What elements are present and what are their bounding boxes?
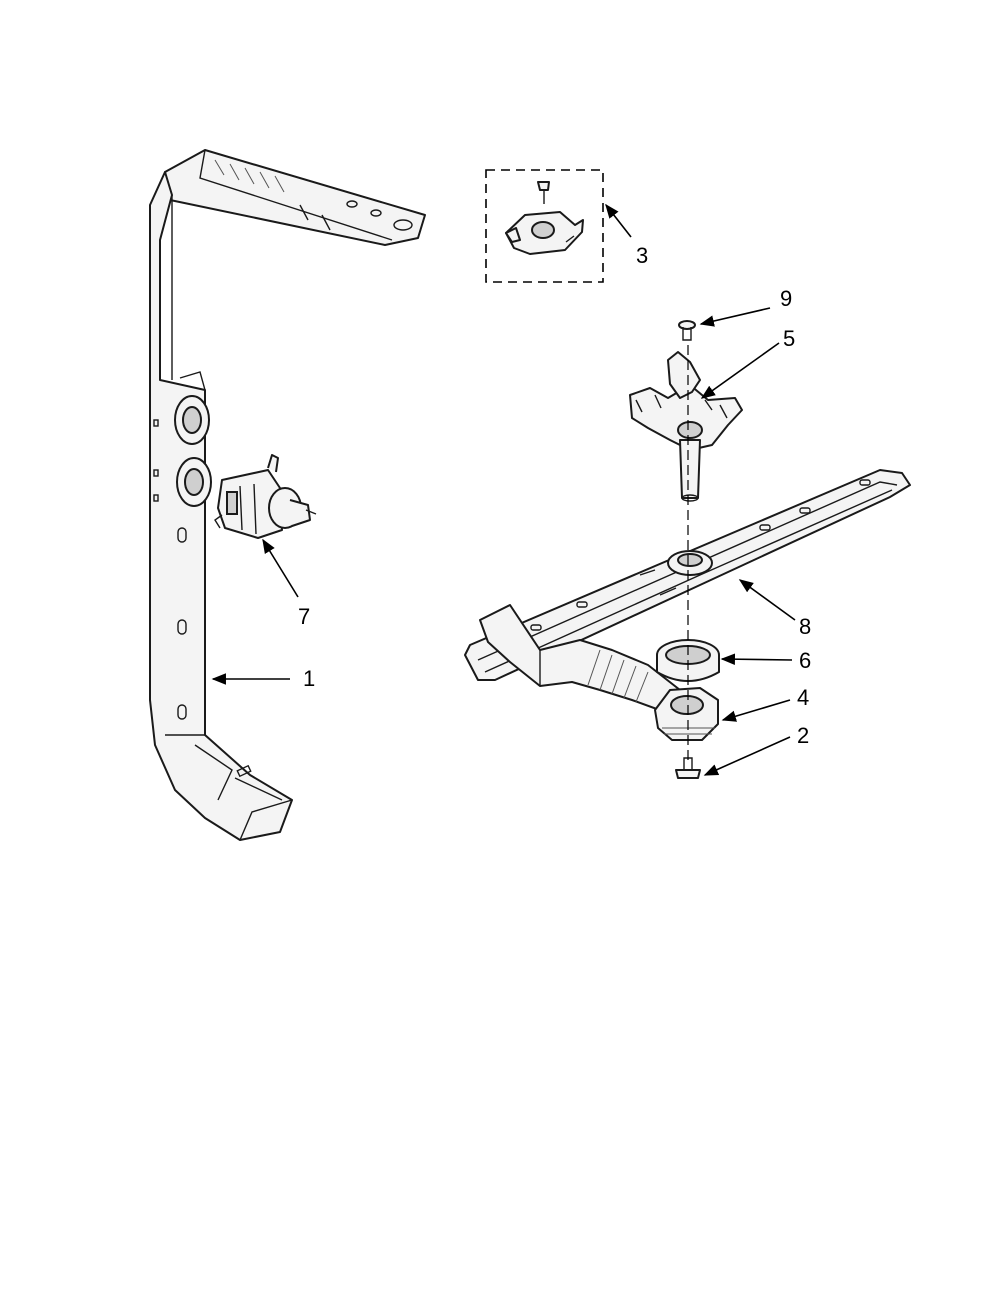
spray-arm-hub-kit	[485, 169, 604, 283]
callout-8: 8	[799, 614, 811, 639]
spray-arm-manifold	[629, 351, 743, 502]
callout-6: 6	[799, 648, 811, 673]
water-feed-tube	[149, 149, 426, 841]
diverter-valve	[214, 454, 317, 539]
callout-1: 1	[303, 666, 315, 691]
callout-9: 9	[780, 286, 792, 311]
callout-5: 5	[783, 326, 795, 351]
leader-lines	[211, 203, 796, 776]
callout-3: 3	[636, 243, 648, 268]
callout-7: 7	[298, 604, 310, 629]
screw	[678, 320, 696, 341]
bottom-screw	[675, 757, 701, 779]
manifold-support	[654, 687, 719, 741]
callout-4: 4	[797, 685, 809, 710]
callout-2: 2	[797, 723, 809, 748]
